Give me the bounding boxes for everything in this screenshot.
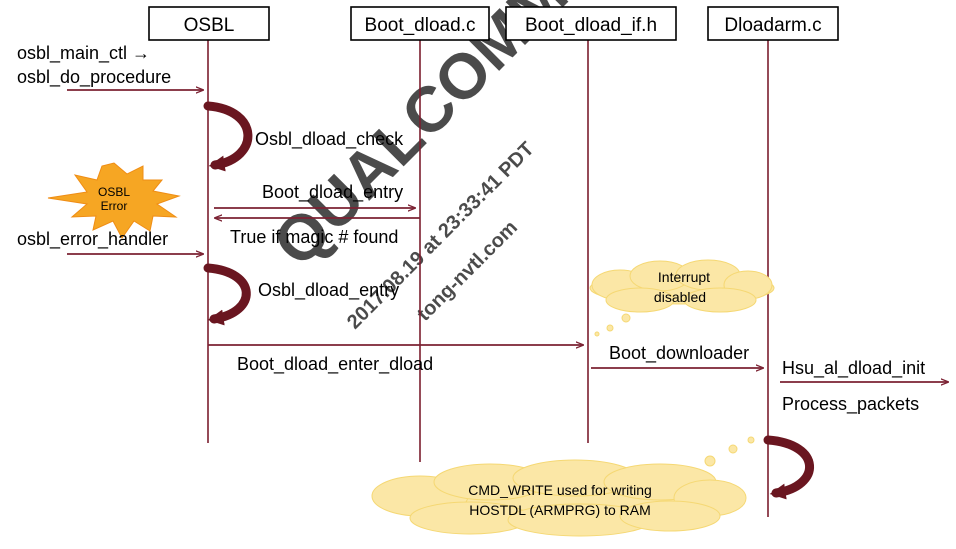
- thought-dot: [621, 313, 631, 323]
- label-osbl-error-handler: osbl_error_handler: [17, 229, 168, 250]
- loop-dloadarm-icon: [763, 435, 814, 500]
- note-interrupt-line1: Interrupt: [658, 269, 710, 285]
- note-interrupt-disabled: Interrupt disabled: [589, 259, 775, 337]
- header-boot-dload-if-h: Boot_dload_if.h: [505, 6, 677, 41]
- thought-dot: [704, 455, 716, 467]
- header-boot-dload-if-h-label: Boot_dload_if.h: [525, 15, 657, 36]
- label-osbl-do-procedure: osbl_do_procedure: [17, 67, 171, 88]
- cloud-icon: [589, 259, 775, 313]
- header-osbl: OSBL: [148, 6, 270, 41]
- note-cmd-line2: HOSTDL (ARMPRG) to RAM: [469, 502, 651, 518]
- thought-dot: [606, 324, 614, 332]
- note-interrupt-line2: disabled: [654, 289, 706, 305]
- thought-dot: [728, 444, 738, 454]
- label-process-packets: Process_packets: [782, 394, 919, 415]
- error-burst-line1: OSBL: [98, 185, 130, 199]
- header-osbl-label: OSBL: [184, 15, 235, 36]
- loop-osbl-dload-entry-icon: [203, 263, 251, 326]
- label-hsu-al-dload-init: Hsu_al_dload_init: [782, 358, 925, 379]
- note-cmd-line1: CMD_WRITE used for writing: [468, 482, 652, 498]
- note-cmd-write: CMD_WRITE used for writing HOSTDL (ARMPR…: [371, 436, 755, 537]
- label-boot-dload-entry: Boot_dload_entry: [262, 182, 403, 203]
- header-dloadarm-c-label: Dloadarm.c: [724, 15, 821, 36]
- label-osbl-main-ctl: osbl_main_ctl →: [17, 43, 150, 64]
- label-true-if-magic: True if magic # found: [230, 227, 398, 247]
- osbl-error-burst: OSBL Error: [47, 162, 181, 239]
- thought-dot: [747, 436, 755, 444]
- label-osbl-dload-entry: Osbl_dload_entry: [258, 280, 399, 301]
- header-boot-dload-c-label: Boot_dload.c: [365, 15, 476, 36]
- error-burst-line2: Error: [101, 199, 128, 213]
- cloud-icon: [371, 459, 747, 537]
- loop-osbl-dload-check-icon: [203, 101, 253, 172]
- label-boot-downloader: Boot_downloader: [609, 343, 749, 364]
- label-osbl-dload-check: Osbl_dload_check: [255, 129, 404, 150]
- header-dloadarm-c: Dloadarm.c: [707, 6, 839, 41]
- thought-dot: [594, 331, 600, 337]
- header-boot-dload-c: Boot_dload.c: [350, 6, 490, 41]
- error-burst-icon: [47, 162, 181, 239]
- label-boot-dload-enter-dload: Boot_dload_enter_dload: [237, 354, 433, 375]
